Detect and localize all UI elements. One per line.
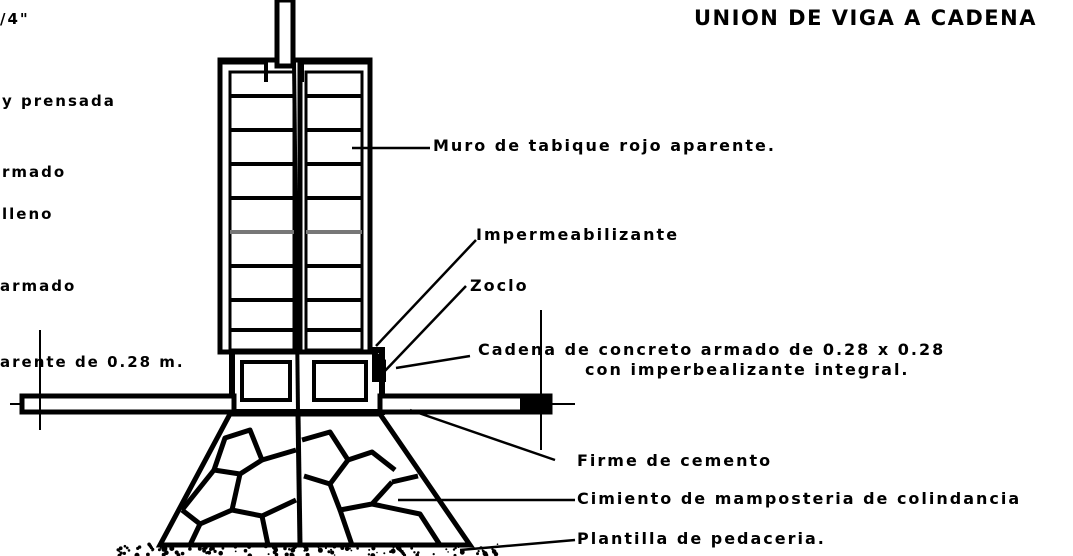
- gravel-dot: [383, 552, 386, 555]
- gravel-dot: [327, 550, 331, 554]
- gravel-dot: [477, 550, 480, 553]
- gravel-dot: [482, 551, 488, 556]
- callout-zoclo: Zoclo: [470, 276, 529, 295]
- gravel-dot: [348, 547, 351, 550]
- gravel-dot: [390, 548, 396, 554]
- callout-firme: Firme de cemento: [577, 451, 773, 470]
- gravel-dot: [329, 548, 333, 551]
- gravel-dot: [125, 546, 129, 550]
- left-label-aparente: arente de 0.28 m.: [0, 353, 185, 371]
- gravel-dot: [274, 552, 279, 556]
- gravel-dot: [152, 549, 155, 551]
- brick-wall: [217, 57, 373, 355]
- left-label-relleno: lleno: [2, 205, 54, 223]
- center-rod: [274, 0, 296, 69]
- gravel-dot: [137, 545, 142, 549]
- gravel-dot: [157, 548, 161, 552]
- gravel-dot: [176, 553, 181, 556]
- gravel-dot: [476, 552, 479, 556]
- gravel-dot: [417, 551, 420, 554]
- gravel-dot: [413, 551, 416, 554]
- gravel-dot: [453, 553, 457, 556]
- floor-slab-left: [19, 393, 237, 415]
- center-joint: [292, 59, 300, 413]
- slab-end-right: [520, 396, 550, 412]
- callout-plantilla: Plantilla de pedaceria.: [577, 529, 826, 548]
- callout-impermeabilizante: Impermeabilizante: [476, 225, 680, 244]
- gravel-dot: [496, 543, 499, 545]
- gravel-dot: [333, 554, 336, 556]
- rubble-stones: [180, 427, 443, 547]
- cadena-cell-right: [312, 360, 368, 402]
- gravel-dot: [330, 550, 335, 555]
- gravel-dot: [127, 549, 131, 552]
- gravel-dot: [218, 550, 223, 556]
- left-label-armado-1: rmado: [2, 163, 67, 181]
- gravel-dot: [344, 546, 350, 551]
- gravel-dot: [188, 547, 192, 551]
- callout-cadena-line1: Cadena de concreto armado de 0.28 x 0.28: [478, 340, 946, 359]
- gravel-dot: [368, 548, 371, 551]
- gravel-dot: [350, 549, 353, 552]
- gravel-dot: [234, 550, 237, 553]
- gravel-dot: [134, 552, 140, 556]
- gravel-dot: [288, 548, 291, 551]
- gravel-dot: [202, 548, 207, 553]
- gravel-dot: [305, 547, 309, 552]
- gravel-dot: [247, 553, 253, 556]
- gravel-dot: [356, 547, 359, 550]
- cadena-cell-left: [240, 360, 292, 402]
- left-label-size: /4": [0, 10, 30, 28]
- gravel-dot: [305, 552, 310, 556]
- gravel-dot: [452, 548, 456, 551]
- callout-muro: Muro de tabique rojo aparente.: [433, 136, 776, 155]
- gravel-dot: [376, 551, 378, 554]
- gravel-dot: [283, 546, 287, 551]
- gravel-dot: [292, 553, 294, 556]
- gravel-dot: [205, 551, 208, 555]
- leader-lines: [352, 146, 576, 552]
- callout-cadena-line2: con imperbealizante integral.: [585, 360, 910, 379]
- gravel-dot: [432, 553, 435, 556]
- gravel-dot: [445, 548, 448, 551]
- left-label-prensada: y prensada: [2, 92, 116, 110]
- gravel-dot: [207, 550, 212, 555]
- drawing-title: UNION DE VIGA A CADENA: [694, 6, 1037, 30]
- gravel-dot: [213, 549, 217, 554]
- gravel-dot: [147, 553, 150, 556]
- gravel-dot: [267, 553, 270, 556]
- gravel-dot: [118, 550, 121, 553]
- gravel-dot: [367, 553, 371, 556]
- gravel-dot: [197, 546, 202, 551]
- gravel-dot: [180, 551, 185, 556]
- gravel-dot: [398, 548, 403, 552]
- gravel-dot: [164, 550, 169, 555]
- gravel-dot: [493, 552, 499, 556]
- gravel-dot: [122, 551, 126, 556]
- gravel-dot: [317, 547, 323, 553]
- left-label-armado-2: armado: [0, 277, 77, 295]
- gravel-dot: [118, 546, 123, 551]
- gravel-dot: [243, 548, 248, 553]
- gravel-dot: [402, 553, 407, 556]
- gravel-dot: [415, 553, 419, 556]
- gravel-dot: [117, 553, 122, 556]
- cadena-beam: [229, 347, 385, 415]
- callout-cimiento: Cimiento de mamposteria de colindancia: [577, 489, 1022, 508]
- gravel-dot: [119, 551, 123, 555]
- gravel-dot: [123, 544, 127, 548]
- gravel-dot: [284, 552, 289, 556]
- gravel-dot: [370, 553, 376, 556]
- gravel-dot: [447, 551, 449, 553]
- foundation-center-joint: [295, 413, 303, 546]
